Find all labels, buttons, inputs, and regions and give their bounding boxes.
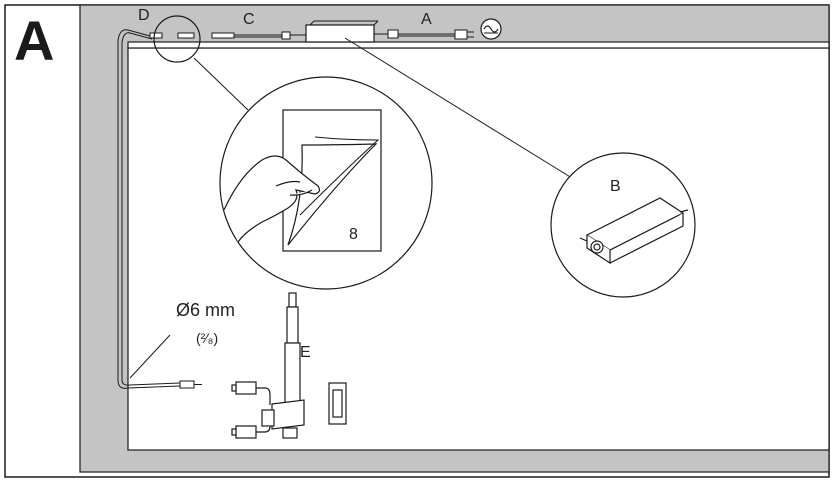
peeled-backing (287, 143, 378, 246)
label-tape: D (138, 7, 150, 24)
ac-power-icon (480, 18, 502, 40)
diameter-leader (129, 334, 171, 379)
power-supply-on-shelf (305, 20, 379, 43)
adhesive-number: 8 (349, 226, 358, 243)
detail-circle-small (153, 15, 201, 63)
actuator-icon (231, 292, 305, 439)
leader-lines (193, 37, 581, 184)
diameter-label: Ø6 mm (176, 300, 235, 320)
adhesive-detail: 8 (219, 76, 433, 290)
wall-section (79, 4, 830, 473)
handset-icon (328, 382, 347, 425)
power-supply-detail: B (550, 152, 696, 298)
cable-connector (179, 380, 202, 389)
cable-route (117, 29, 181, 389)
label-power-supply: B (610, 178, 621, 195)
panel-letter: A (14, 9, 54, 72)
plug-icon (374, 29, 474, 40)
hand-icon (223, 155, 321, 243)
diameter-inch-label: (²⁄₈) (196, 330, 218, 346)
label-plug: A (421, 11, 432, 28)
label-cable: C (243, 11, 255, 28)
desk-top-edge (127, 41, 830, 49)
label-actuator: E (300, 344, 311, 361)
cable-c (234, 31, 306, 40)
tape-strips (149, 32, 235, 39)
power-supply-icon (579, 197, 689, 265)
